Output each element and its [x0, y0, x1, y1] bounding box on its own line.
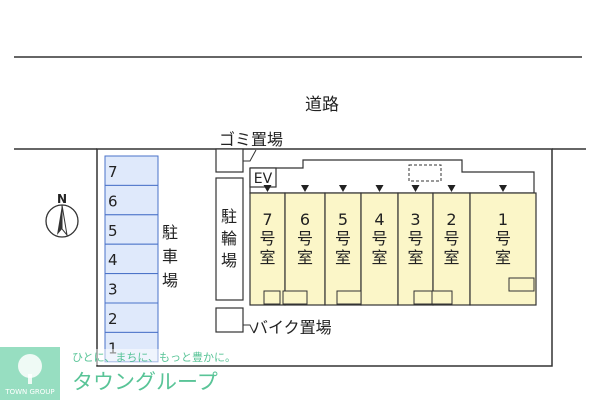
garbage-area: [215, 148, 244, 173]
unit-number: 7: [262, 210, 272, 229]
entrance-arrow-icon: [447, 185, 456, 192]
bike-parking-label: バイク置場: [252, 318, 332, 337]
unit-3: [397, 192, 434, 306]
parking-space-number: 3: [108, 281, 118, 299]
unit-label-char: 号: [297, 229, 313, 248]
unit-label-char: 室: [335, 248, 351, 267]
unit-number: 3: [410, 210, 420, 229]
unit-label-char: 室: [495, 248, 511, 267]
unit-number: 6: [300, 210, 310, 229]
unit-step: [508, 277, 535, 292]
brand-name: タウングループ: [72, 370, 218, 394]
bicycle-parking-area: [215, 177, 244, 301]
entrance-arrow-icon: [499, 185, 507, 192]
unit-4: [360, 192, 399, 306]
elevator-label: EV: [254, 171, 273, 187]
entrance-arrow-icon: [263, 185, 272, 192]
entrance-arrow-icon: [411, 185, 420, 192]
unit-number: 4: [374, 210, 384, 229]
bicycle-parking-label-char-2: 輪: [221, 229, 237, 248]
garbage-leader-line: [243, 149, 257, 162]
unit-step: [282, 290, 308, 305]
unit-label-char: 号: [407, 229, 423, 248]
brand-watermark: TOWN GROUP ひとに、まちに、もっと豊かに。 タウングループ: [0, 347, 241, 400]
unit-label-char: 室: [407, 248, 423, 267]
road-label: 道路: [305, 95, 339, 115]
unit-label-char: 室: [371, 248, 387, 267]
entrance-arrow-icon: [375, 185, 384, 192]
parking-space-number: 7: [108, 163, 118, 181]
bike-parking-area: [215, 307, 244, 333]
dashed-area: [408, 164, 442, 182]
unit-5: [324, 192, 362, 306]
unit-label-char: 号: [495, 229, 511, 248]
unit-7: [249, 192, 286, 306]
parking-space-3: [104, 273, 159, 304]
site-boundary: [96, 148, 553, 367]
unit-label-char: 号: [335, 229, 351, 248]
parking-space-number: 2: [108, 310, 118, 328]
car-parking-label-char-2: 車: [162, 247, 178, 266]
car-parking-area: 7 6 5 4 3 2 1: [104, 155, 159, 363]
parking-space-7: [104, 155, 159, 186]
parking-space-5: [104, 214, 159, 245]
garbage-label: ゴミ置場: [219, 130, 283, 149]
unit-label-char: 号: [371, 229, 387, 248]
entrance-arrow-icon: [301, 185, 309, 192]
bicycle-parking-label-char-3: 場: [221, 251, 237, 270]
entrance-arrow-icon: [339, 185, 347, 192]
building-corridor: [249, 159, 535, 194]
unit-label-char: 号: [443, 229, 459, 248]
unit-label-char: 号: [259, 229, 275, 248]
unit-step: [263, 290, 281, 305]
unit-number: 5: [338, 210, 348, 229]
north-arrow-icon: N: [45, 192, 79, 238]
unit-step: [336, 290, 362, 305]
unit-label-char: 室: [443, 248, 459, 267]
car-parking-label-char-1: 駐: [162, 223, 178, 242]
unit-number: 1: [498, 210, 508, 229]
parking-space-number: 5: [108, 222, 118, 240]
north-label: N: [57, 192, 67, 206]
bicycle-parking-label-char-1: 駐: [221, 207, 237, 226]
unit-number: 2: [446, 210, 456, 229]
car-parking-label-char-3: 場: [162, 271, 178, 290]
unit-label-char: 室: [297, 248, 313, 267]
bike-parking-leader-line: [243, 324, 255, 334]
parking-space-number: 4: [108, 251, 118, 269]
brand-tagline: ひとに、まちに、もっと豊かに。: [72, 351, 236, 364]
elevator: [249, 167, 277, 188]
parking-space-number: 1: [108, 339, 118, 357]
unit-step: [431, 290, 453, 305]
unit-6: [284, 192, 326, 306]
unit-label-char: 室: [259, 248, 275, 267]
parking-space-number: 6: [108, 192, 118, 210]
brand-logo-text: TOWN GROUP: [4, 388, 54, 396]
unit-step: [413, 290, 433, 305]
